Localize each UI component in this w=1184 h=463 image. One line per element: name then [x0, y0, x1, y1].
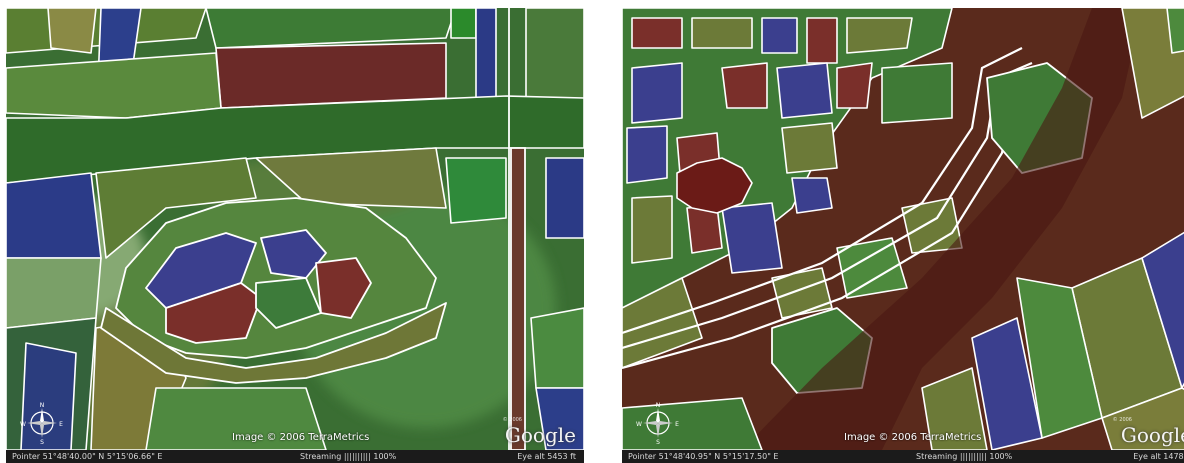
fortress-green: [255, 277, 322, 329]
moat-river: [742, 8, 1142, 450]
satellite-map-right[interactable]: [622, 8, 1184, 450]
fortress-maroon-district: [315, 257, 372, 319]
parcel: [776, 62, 833, 119]
parcel: [771, 267, 833, 319]
compass-icon: N W E S: [636, 402, 679, 446]
parcel: [631, 62, 683, 124]
parcel: [626, 125, 668, 184]
streaming-status: Streaming |||||||||| 100%: [916, 452, 1013, 461]
pointer-coordinates: Pointer 51°48'40.95" N 5°15'17.50" E: [628, 452, 779, 461]
parcel: [881, 62, 953, 124]
canal-edge: [622, 47, 1023, 335]
church-building: [676, 157, 753, 214]
parcel: [631, 195, 673, 264]
google-logo: Google: [1120, 423, 1184, 447]
parcel: [1101, 387, 1184, 450]
copyright-mark: © 2006: [502, 417, 522, 423]
map-view-right[interactable]: N W E S Image © 2006 TerraMetrics © 2006…: [622, 8, 1184, 463]
fortress-maroon-district: [165, 282, 262, 344]
road: [510, 147, 526, 450]
parcel: [781, 122, 838, 174]
compass-west-label: W: [636, 421, 642, 428]
parcel: [691, 17, 753, 49]
parcel: [445, 157, 507, 224]
navigation-compass[interactable]: N W E S: [636, 401, 680, 446]
compass-south-label: S: [656, 439, 660, 445]
fortress-moat: [100, 302, 447, 384]
parcel: [1121, 8, 1184, 119]
streaming-status: Streaming |||||||||| 100%: [300, 452, 397, 461]
compass-north-label: N: [40, 402, 45, 409]
eye-altitude: Eye alt 1478 ft: [1133, 452, 1184, 461]
google-logo: Google: [504, 423, 576, 447]
image-credit: Image © 2006 TerraMetrics: [844, 432, 982, 443]
parcel: [846, 17, 913, 54]
compass-south-label: S: [40, 439, 44, 445]
map-view-left[interactable]: N W E S Image © 2006 TerraMetrics © 2006…: [6, 8, 584, 463]
parcel: [761, 17, 798, 54]
parcel: [255, 147, 447, 209]
parcel: [95, 157, 257, 259]
parcel: [622, 277, 703, 369]
compass-north-label: N: [656, 402, 661, 409]
navigation-compass[interactable]: N W E S: [20, 401, 64, 446]
copyright-mark: © 2006: [1112, 417, 1132, 423]
parcel: [6, 257, 102, 329]
status-bar: Pointer 51°48'40.00" N 5°15'06.66" E Str…: [6, 450, 584, 463]
parcel: [1166, 8, 1184, 54]
parcel: [530, 307, 584, 389]
parcel: [721, 202, 783, 274]
compass-icon: N W E S: [20, 402, 63, 446]
pointer-coordinates: Pointer 51°48'40.00" N 5°15'06.66" E: [12, 452, 163, 461]
parcel: [1141, 231, 1184, 389]
parcel: [525, 8, 584, 119]
parcel: [215, 42, 447, 109]
parcel: [205, 8, 457, 49]
parcel: [450, 8, 477, 39]
parcel: [806, 17, 838, 64]
compass-east-label: E: [675, 421, 679, 428]
parcel: [622, 397, 763, 450]
eye-altitude: Eye alt 5453 ft: [517, 452, 576, 461]
parcel: [971, 317, 1043, 450]
parcel: [145, 387, 327, 450]
parcel: [921, 367, 988, 450]
parcel: [6, 172, 102, 259]
parcel: [721, 62, 768, 109]
parcel: [535, 387, 584, 450]
parcel: [836, 62, 873, 109]
satellite-map-left[interactable]: [6, 8, 584, 450]
compass-east-label: E: [59, 421, 63, 428]
compass-west-label: W: [20, 421, 26, 428]
parcel: [791, 177, 833, 214]
parcel: [836, 237, 908, 299]
parcel: [631, 17, 683, 49]
parcel: [545, 157, 584, 239]
image-credit: Image © 2006 TerraMetrics: [232, 432, 370, 443]
parcel: [47, 8, 97, 54]
status-bar: Pointer 51°48'40.95" N 5°15'17.50" E Str…: [622, 450, 1184, 463]
